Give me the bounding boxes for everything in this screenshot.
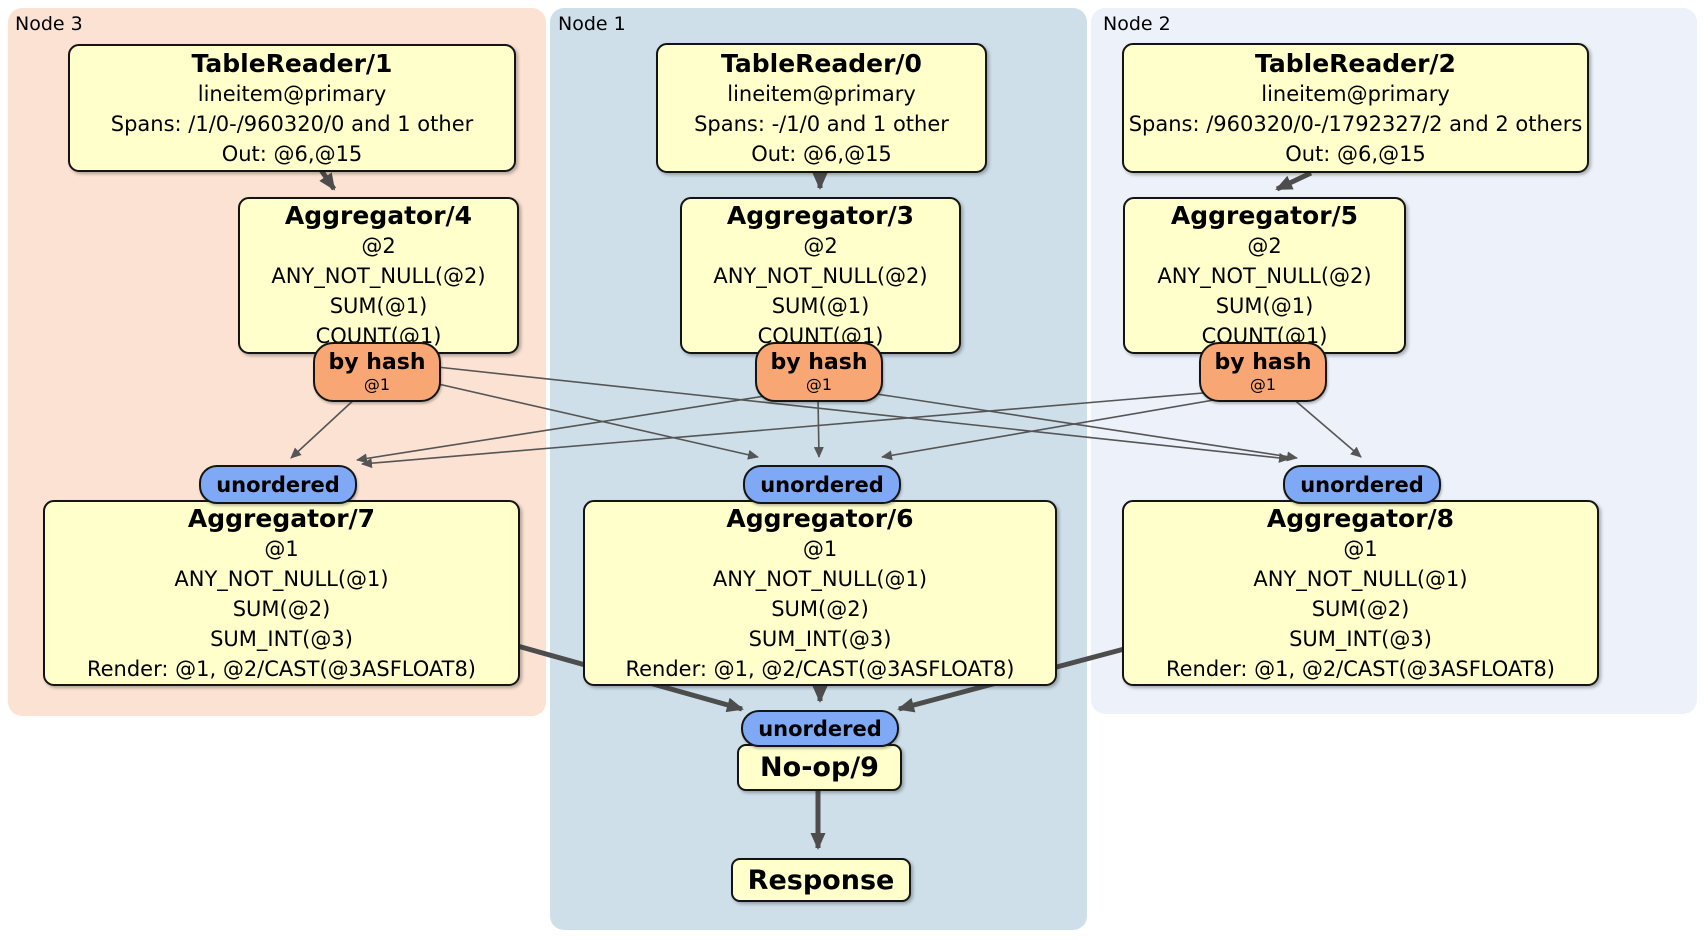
processor-detail: Render: @1, @2/CAST(@3ASFLOAT8): [86, 656, 477, 681]
processor-aggregator-7: Aggregator/7 @1 ANY_NOT_NULL(@1) SUM(@2)…: [43, 500, 520, 686]
processor-detail: @1: [264, 536, 299, 561]
sync-unordered-node2: unordered: [1283, 465, 1441, 504]
processor-detail: Spans: /1/0-/960320/0 and 1 other: [110, 111, 474, 136]
processor-detail: @1: [802, 536, 838, 561]
router-edge-n1-to-n3: [356, 393, 779, 464]
processor-detail: ANY_NOT_NULL(@2): [271, 264, 486, 288]
node-group-1-label: Node 1: [558, 13, 626, 35]
processor-aggregator-4: Aggregator/4 @2 ANY_NOT_NULL(@2) SUM(@1)…: [238, 197, 519, 354]
router-edge-n2-to-n3: [361, 390, 1228, 469]
processor-detail: @2: [1247, 234, 1282, 258]
router-label: by hash: [1214, 349, 1312, 375]
processor-aggregator-5: Aggregator/5 @2 ANY_NOT_NULL(@2) SUM(@1)…: [1123, 197, 1406, 354]
processor-aggregator-8: Aggregator/8 @1 ANY_NOT_NULL(@1) SUM(@2)…: [1122, 500, 1599, 686]
processor-title: Aggregator/5: [1170, 201, 1359, 230]
processor-detail: @1: [1343, 536, 1378, 561]
router-label: by hash: [328, 349, 426, 375]
processor-detail: @2: [361, 234, 396, 258]
processor-tablereader-0: TableReader/0 lineitem@primary Spans: -/…: [656, 43, 987, 173]
processor-detail: SUM_INT(@3): [748, 626, 892, 651]
processor-detail: lineitem@primary: [727, 81, 916, 106]
sync-unordered-node1: unordered: [743, 465, 901, 504]
router-edge-n2-to-n1: [881, 394, 1244, 461]
processor-detail: ANY_NOT_NULL(@1): [174, 566, 389, 591]
processor-detail: Out: @6,@15: [1285, 141, 1426, 166]
sync-unordered-final: unordered: [741, 710, 899, 747]
processor-detail: Spans: -/1/0 and 1 other: [694, 111, 949, 136]
sync-label: unordered: [1300, 472, 1424, 497]
processor-title: Aggregator/6: [726, 503, 914, 533]
sync-unordered-node3: unordered: [199, 465, 357, 504]
router-key: @1: [805, 374, 833, 394]
processor-aggregator-6: Aggregator/6 @1 ANY_NOT_NULL(@1) SUM(@2)…: [583, 500, 1057, 686]
sync-label: unordered: [760, 472, 884, 497]
processor-title: Aggregator/3: [726, 201, 915, 230]
processor-detail: SUM(@2): [1311, 596, 1410, 621]
processor-detail: Out: @6,@15: [221, 141, 363, 166]
flow-edge-tr2-agg5: [1275, 170, 1313, 192]
processor-title: Aggregator/4: [284, 201, 473, 230]
processor-detail: SUM(@2): [232, 596, 331, 621]
processor-title: TableReader/2: [1255, 48, 1456, 78]
router-edge-n1-to-n2: [856, 390, 1298, 462]
router-by-hash-node2: by hash @1: [1199, 342, 1327, 402]
processor-detail: Render: @1, @2/CAST(@3ASFLOAT8): [1165, 656, 1556, 681]
processor-tablereader-2: TableReader/2 lineitem@primary Spans: /9…: [1122, 43, 1589, 173]
router-label: by hash: [770, 349, 868, 375]
response-box: Response: [731, 858, 911, 902]
router-by-hash-node3: by hash @1: [313, 342, 441, 402]
processor-detail: SUM(@1): [771, 294, 870, 318]
node-group-2-label: Node 2: [1103, 13, 1171, 35]
processor-title: TableReader/0: [721, 48, 922, 78]
processor-detail: Out: @6,@15: [751, 141, 892, 166]
sync-label: unordered: [216, 472, 340, 497]
processor-detail: lineitem@primary: [197, 81, 387, 106]
processor-noop-9: No-op/9: [737, 744, 902, 791]
processor-detail: SUM_INT(@3): [210, 626, 353, 651]
processor-detail: ANY_NOT_NULL(@1): [712, 566, 928, 591]
router-edge-n3-to-n2: [436, 366, 1290, 463]
processor-tablereader-1: TableReader/1 lineitem@primary Spans: /1…: [68, 44, 516, 172]
router-key: @1: [363, 374, 391, 394]
processor-detail: @2: [803, 234, 838, 258]
router-by-hash-node1: by hash @1: [755, 342, 883, 402]
processor-title: Aggregator/8: [1266, 503, 1455, 533]
router-key: @1: [1249, 374, 1277, 394]
processor-detail: Render: @1, @2/CAST(@3ASFLOAT8): [625, 656, 1015, 681]
router-edge-n3-to-n3: [290, 396, 358, 459]
router-edge-n1-to-n1: [813, 397, 824, 458]
processor-detail: ANY_NOT_NULL(@2): [1157, 264, 1372, 288]
processor-detail: Spans: /960320/0-/1792327/2 and 2 others: [1128, 111, 1583, 136]
processor-detail: SUM(@2): [771, 596, 869, 621]
processor-title: Aggregator/7: [187, 503, 376, 533]
router-edge-n3-to-n1: [424, 380, 759, 460]
router-edge-n2-to-n2: [1290, 396, 1362, 458]
node-group-3-label: Node 3: [15, 13, 83, 35]
processor-detail: SUM(@1): [329, 294, 428, 318]
processor-detail: SUM(@1): [1215, 294, 1314, 318]
processor-detail: lineitem@primary: [1261, 81, 1450, 106]
processor-detail: ANY_NOT_NULL(@2): [713, 264, 928, 288]
processor-aggregator-3: Aggregator/3 @2 ANY_NOT_NULL(@2) SUM(@1)…: [680, 197, 961, 354]
flow-edge-tr1-agg4: [318, 168, 337, 191]
processor-detail: SUM_INT(@3): [1289, 626, 1432, 651]
sync-label: unordered: [758, 716, 882, 741]
processor-title: TableReader/1: [191, 48, 393, 78]
processor-detail: ANY_NOT_NULL(@1): [1253, 566, 1468, 591]
